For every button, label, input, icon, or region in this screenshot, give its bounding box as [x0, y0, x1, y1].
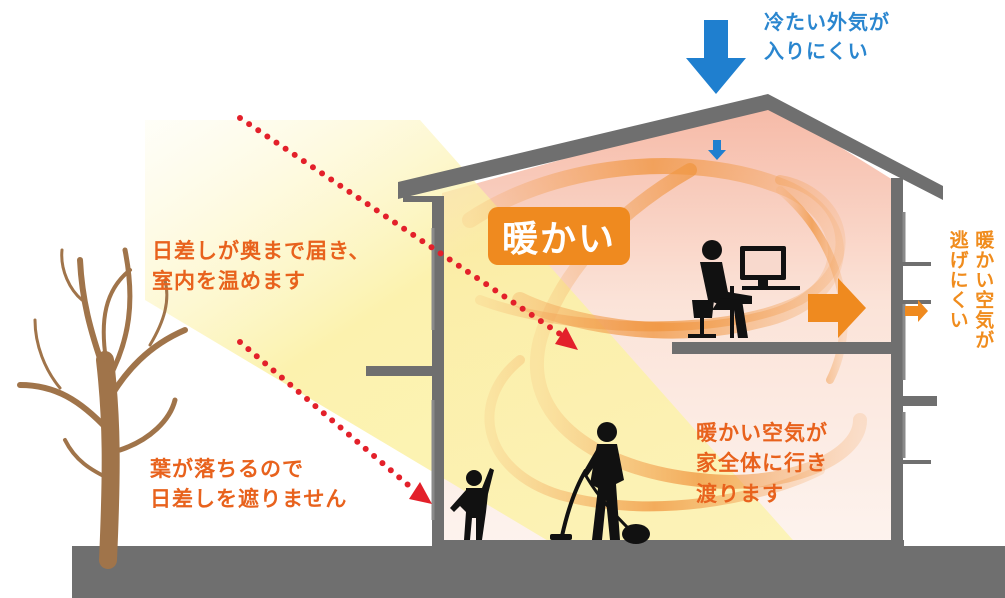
- red-dotted-arrow-icon: [237, 115, 578, 504]
- child-icon: [450, 468, 494, 540]
- warm-air-spread-line1: 暖かい空気が: [696, 421, 828, 445]
- warm-air-escape-col1: 暖かい空気が: [972, 230, 995, 350]
- blue-down-arrow-icon: [686, 20, 746, 160]
- warm-air-escape-label: 暖かい空気が 逃げにくい: [944, 230, 995, 350]
- warm-air-spread-label: 暖かい空気が 家全体に行き 渡ります: [696, 418, 828, 509]
- warm-air-spread-line2: 家全体に行き: [696, 451, 828, 476]
- tree-icon: [17, 247, 188, 569]
- warm-badge: 暖かい: [488, 207, 630, 265]
- sun-reach-line2: 室内を温めます: [152, 269, 306, 294]
- woman-vacuuming-icon: [550, 422, 650, 544]
- cold-air-line2: 入りにくい: [764, 39, 869, 63]
- leaves-fall-label: 葉が落ちるので 日差しを遮りません: [150, 454, 347, 515]
- person-at-computer-icon: [688, 240, 800, 338]
- leaves-fall-line2: 日差しを遮りません: [150, 487, 348, 512]
- house-walls: [366, 94, 943, 548]
- leaves-fall-line1: 葉が落ちるので: [150, 457, 304, 481]
- cold-air-line1: 冷たい外気が: [764, 10, 890, 34]
- cold-air-label: 冷たい外気が 入りにくい: [764, 8, 890, 66]
- ground-slab: [72, 546, 1005, 598]
- warm-air-spread-line3: 渡ります: [696, 481, 784, 506]
- sun-reach-label: 日差しが奥まで届き、 室内を温めます: [152, 236, 371, 297]
- orange-right-arrow-icon: [808, 278, 928, 338]
- sun-beam: [145, 120, 800, 548]
- sun-reach-line1: 日差しが奥まで届き、: [152, 239, 371, 263]
- warm-air-escape-col2: 逃げにくい: [946, 230, 969, 330]
